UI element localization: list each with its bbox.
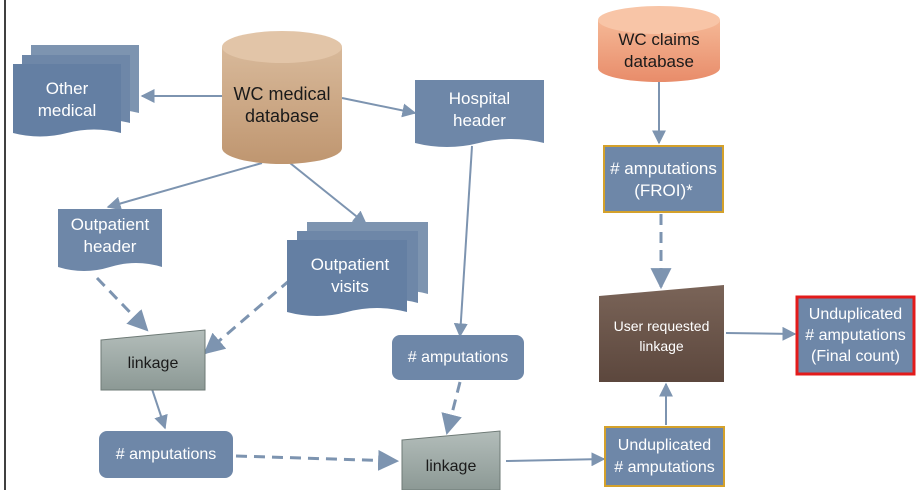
arrow-hospital-to-amputations	[453, 145, 473, 338]
arrow-db-to-outpatient-header	[106, 162, 263, 211]
dashed-connectors	[95, 214, 672, 471]
final-count-shape	[795, 295, 916, 376]
dashed-outpatient-header-to-linkage	[95, 276, 149, 332]
amputations-left-shape	[99, 431, 233, 478]
hospital-header-shape	[415, 80, 544, 147]
outpatient-visits-multidoc	[287, 222, 428, 316]
dashed-amputations-to-linkage	[235, 449, 400, 471]
dashed-visits-to-linkage	[203, 278, 291, 355]
arrow-db-to-outpatient-visits	[289, 162, 368, 225]
unduplicated-amputations-shape	[604, 426, 725, 487]
arrow-linkage-to-unduplicated	[505, 452, 606, 467]
dashed-amputations-mid-to-linkage	[441, 381, 462, 436]
other-medical-multidoc	[13, 45, 139, 137]
connectors	[106, 80, 797, 467]
user-linkage-shape	[599, 285, 724, 382]
arrow-user-linkage-to-final	[725, 326, 797, 341]
wc-claims-database-cylinder	[598, 6, 720, 82]
linkage-left-shape	[100, 329, 206, 391]
amputations-mid-shape	[392, 335, 524, 380]
linkage-bottom-shape	[401, 430, 501, 490]
amputations-froi-shape	[603, 145, 724, 213]
arrow-linkage-to-amputations	[151, 388, 168, 430]
wc-medical-database-cylinder	[222, 31, 342, 164]
outpatient-header-shape	[58, 209, 162, 271]
arrow-db-to-hospital-header	[341, 97, 417, 118]
